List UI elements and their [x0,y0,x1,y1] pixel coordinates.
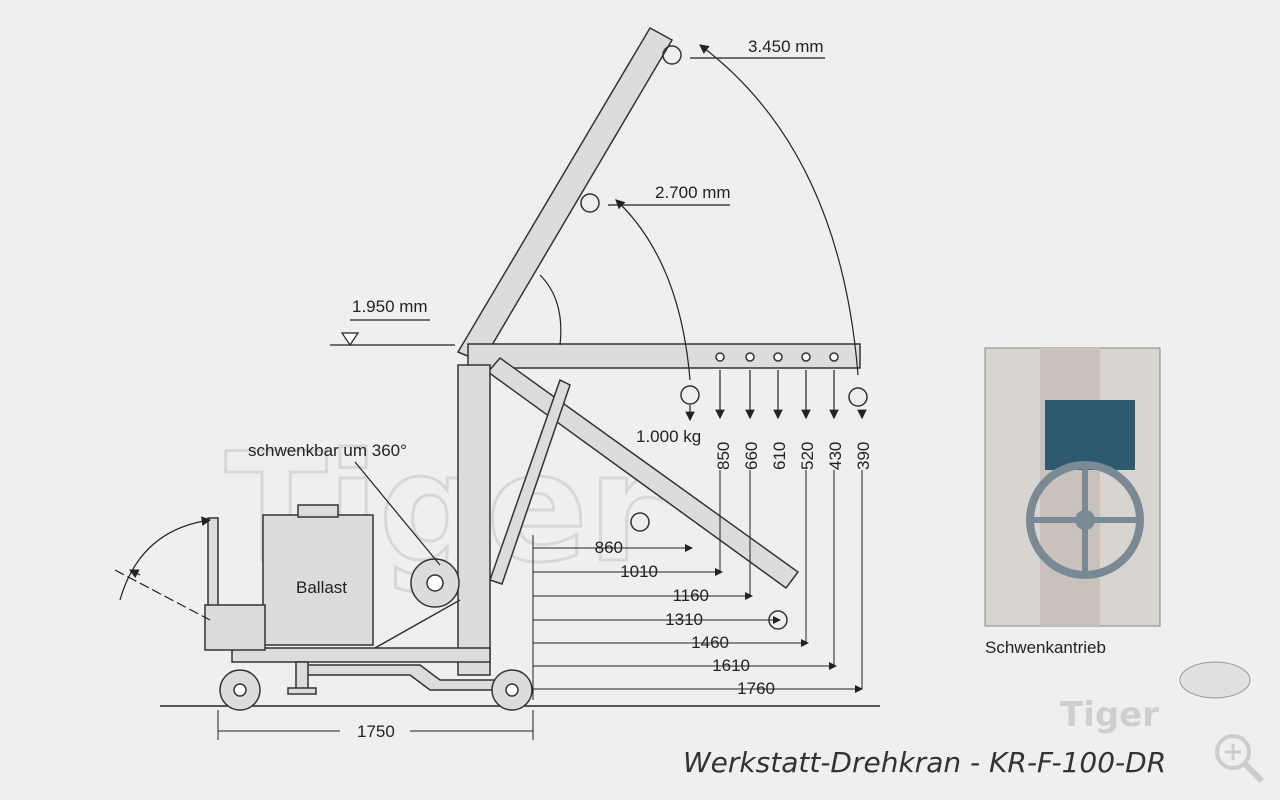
height-1950: 1.950 mm [352,297,428,316]
swivel-label: schwenkbar um 360° [248,441,407,460]
reach-860: 860 [595,538,623,557]
reach-1760: 1760 [737,679,775,698]
brand-text: Tiger [1060,695,1159,735]
load-660: 660 [742,442,761,470]
load-850: 850 [714,442,733,470]
reach-1310: 1310 [665,610,703,629]
base-length: 1750 [357,722,395,741]
load-520: 520 [798,442,817,470]
load-values: 850 660 610 520 430 390 [714,442,873,470]
product-title: Werkstatt-Drehkran - KR-F-100-DR [683,746,1166,779]
max-load-label: 1.000 kg [636,427,701,446]
reach-1010: 1010 [620,562,658,581]
inset-photo [984,347,1161,627]
crane [204,26,868,711]
zoom-icon[interactable] [1215,734,1265,784]
load-390: 390 [854,442,873,470]
ballast-label: Ballast [296,578,347,597]
reach-1610: 1610 [712,656,750,675]
reach-1460: 1460 [691,633,729,652]
load-610: 610 [770,442,789,470]
inset-caption: Schwenkantrieb [985,638,1106,657]
height-3450: 3.450 mm [748,37,824,56]
load-430: 430 [826,442,845,470]
tiger-logo: Tiger [1060,661,1251,735]
height-2700: 2.700 mm [655,183,731,202]
reach-1160: 1160 [672,586,709,605]
